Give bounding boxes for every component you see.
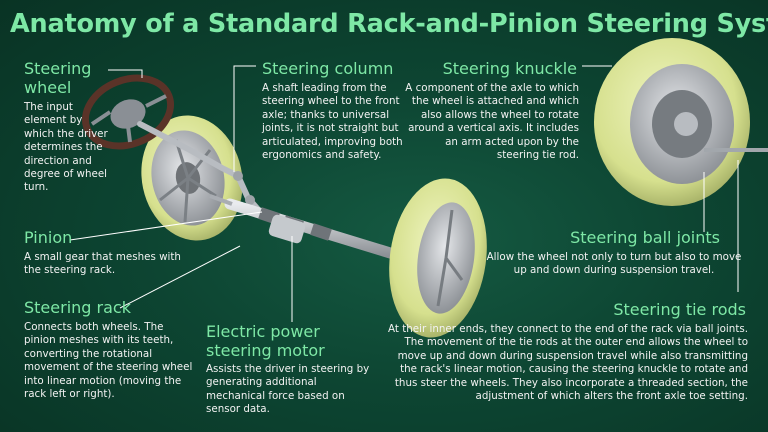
knuckle-closeup-wheel xyxy=(594,38,768,206)
page-title: Anatomy of a Standard Rack-and-Pinion St… xyxy=(10,9,768,39)
steering-ball-joints-heading: Steering ball joints xyxy=(570,228,720,247)
pinion-heading: Pinion xyxy=(24,228,73,247)
leader-lines xyxy=(69,65,739,322)
eps-motor-heading: Electric power steering motor xyxy=(206,322,325,360)
pinion-description: A small gear that meshes with the steeri… xyxy=(24,251,181,277)
steering-wheel-description: The input element by which the driver de… xyxy=(24,101,108,194)
right-front-wheel xyxy=(389,178,487,338)
steering-wheel-heading: Steering wheel xyxy=(24,59,92,97)
steering-wheel-graphic xyxy=(81,74,175,150)
steering-column-description: A shaft leading from the steering wheel … xyxy=(262,82,403,162)
steering-knuckle-heading: Steering knuckle xyxy=(442,59,577,78)
eps-motor-graphic xyxy=(268,214,306,244)
steering-ball-joints-description: Allow the wheel not only to turn but als… xyxy=(486,251,742,277)
steering-rack-description: Connects both wheels. The pinion meshes … xyxy=(24,321,193,401)
steering-tie-rods-description: At their inner ends, they connect to the… xyxy=(388,323,748,403)
steering-tie-rods-heading: Steering tie rods xyxy=(613,300,746,319)
steering-rack-heading: Steering rack xyxy=(24,298,131,317)
left-front-wheel xyxy=(141,115,243,241)
eps-motor-description: Assists the driver in steering by genera… xyxy=(206,363,370,416)
steering-knuckle-description: A component of the axle to which the whe… xyxy=(405,82,579,162)
steering-column-heading: Steering column xyxy=(262,59,394,78)
